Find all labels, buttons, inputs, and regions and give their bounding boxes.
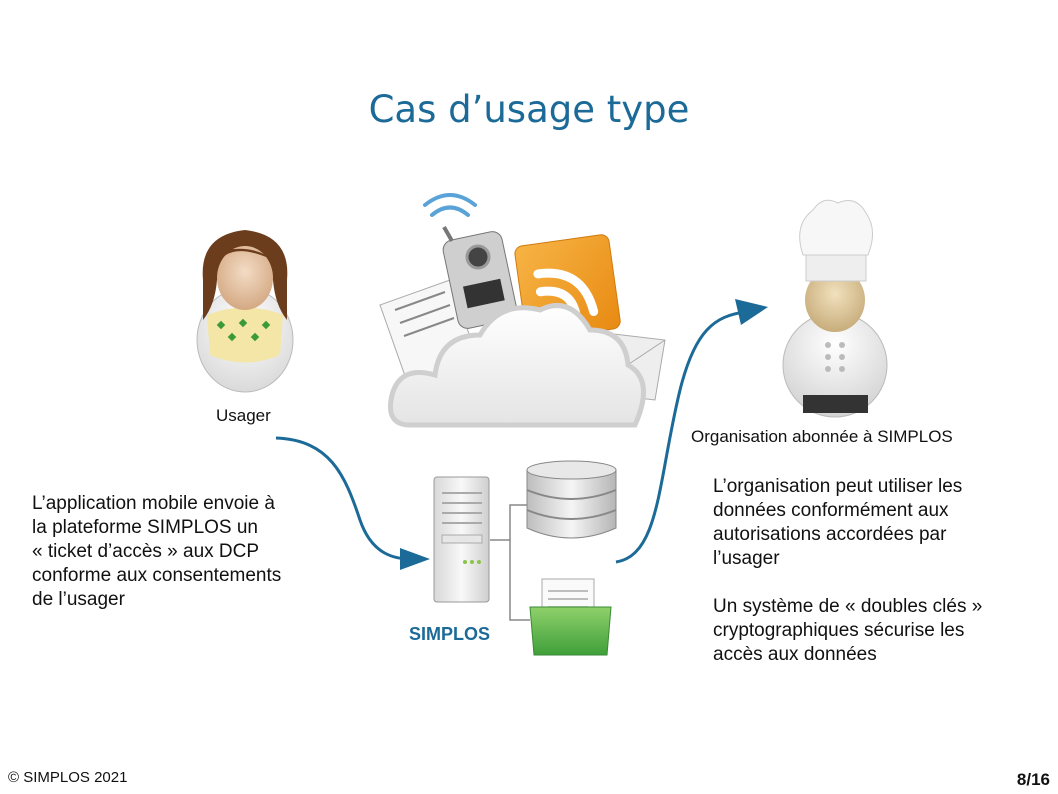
database-icon [526, 460, 617, 539]
footer-copyright: © SIMPLOS 2021 [8, 769, 128, 786]
footer-page-number: 8/16 [1016, 770, 1050, 789]
left-description: L’application mobile envoie à la platefo… [32, 492, 312, 612]
right2-line-1: Un système de « doubles clés » [713, 596, 983, 617]
chef-icon [782, 199, 888, 418]
right1-line-3: autorisations accordées par [713, 524, 947, 545]
left-line-2: la plateforme SIMPLOS un [32, 517, 258, 538]
page-title: Cas d’usage type [368, 88, 690, 131]
cloud-mobile-icon [379, 193, 666, 428]
user-woman-icon [196, 230, 294, 393]
folder-icon [529, 578, 612, 656]
right1-line-1: L’organisation peut utiliser les [713, 476, 963, 497]
left-line-3: « ticket d’accès » aux DCP [32, 541, 260, 562]
right1-line-4: l’usager [713, 548, 780, 569]
organization-label: Organisation abonnée à SIMPLOS [691, 427, 953, 446]
right-description-2: Un système de « doubles clés » cryptogra… [713, 595, 1015, 667]
left-line-4: conforme aux consentements [32, 565, 282, 586]
left-line-1: L’application mobile envoie à [32, 493, 275, 514]
right2-line-2: cryptographiques sécurise les [713, 620, 965, 641]
user-label: Usager [216, 406, 271, 425]
connector-lines [490, 504, 530, 621]
right1-line-2: données conformément aux [713, 500, 949, 521]
server-icon [433, 476, 490, 603]
simplos-label: SIMPLOS [409, 624, 491, 644]
right-description-1: L’organisation peut utiliser les données… [713, 475, 1015, 571]
left-line-5: de l’usager [32, 589, 125, 610]
right2-line-3: accès aux données [713, 644, 877, 665]
